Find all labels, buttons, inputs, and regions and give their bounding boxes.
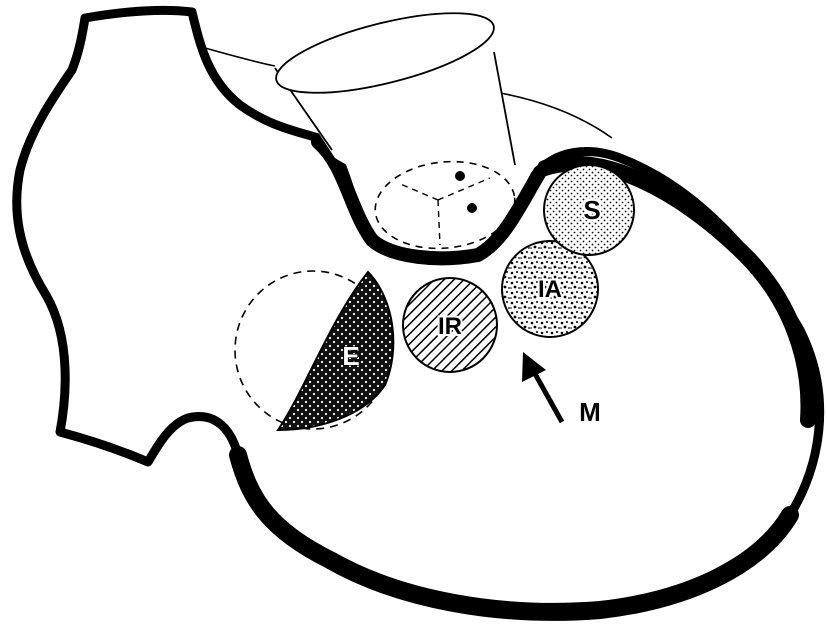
label-ir: IR <box>438 313 462 340</box>
valve-cusp-line-3 <box>438 200 440 245</box>
background-arc-left <box>205 48 275 66</box>
coronary-ostium-lower <box>467 203 477 213</box>
label-e: E <box>342 341 359 371</box>
label-s: S <box>583 195 600 225</box>
coronary-ostium-upper <box>455 171 465 181</box>
valve-cusp-line-1 <box>398 183 438 200</box>
label-m: M <box>579 397 601 427</box>
background-arc-right <box>495 92 612 138</box>
label-ia: IA <box>538 276 562 303</box>
valve-cusp-line-2 <box>438 178 490 200</box>
